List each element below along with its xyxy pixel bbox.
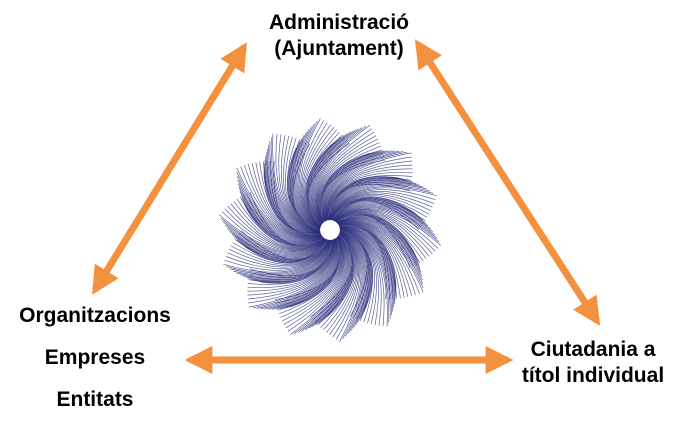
node-organitzacions: Organitzacions Empreses Entitats <box>0 303 190 429</box>
node-administracio: Administració (Ajuntament) <box>0 10 678 62</box>
node-ciutadania-line1: Ciutadania a <box>530 338 656 361</box>
node-organitzacions-line2: Empreses <box>44 346 146 369</box>
node-organitzacions-line1: Organitzacions <box>19 304 171 327</box>
arrow-top-left <box>92 42 247 295</box>
node-administracio-line2: (Ajuntament) <box>274 37 404 60</box>
node-organitzacions-line3: Entitats <box>56 388 134 411</box>
node-ciutadania-line2: títol individual <box>521 364 665 387</box>
node-administracio-line1: Administració <box>268 11 410 34</box>
relationship-triangle-diagram <box>92 39 601 374</box>
arrow-top-right <box>414 39 601 326</box>
spiral-mandala-icon <box>218 118 442 342</box>
node-ciutadania: Ciutadania a títol individual <box>508 337 678 389</box>
